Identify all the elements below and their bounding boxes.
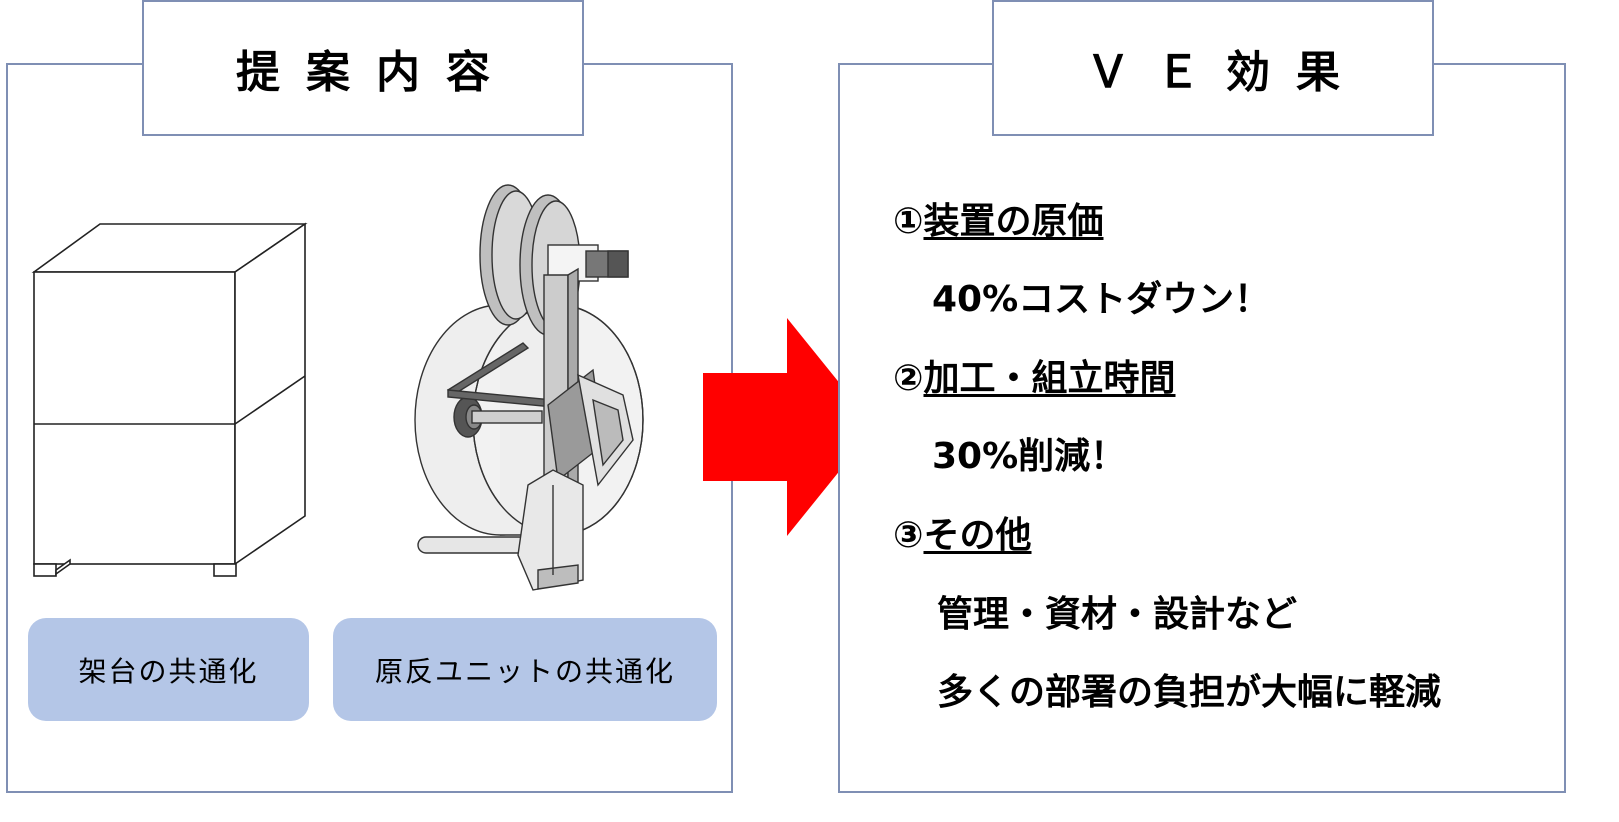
effect-item-2-detail: 30%削減！	[932, 436, 1127, 477]
effect-item-3-detail-2: 多くの部署の負担が大幅に軽減	[937, 672, 1442, 713]
ve-effect-panel	[838, 63, 1566, 793]
proposal-title: 提案内容	[142, 0, 584, 136]
effect-heading-2: 加工・組立時間	[923, 358, 1176, 399]
ve-effect-title: ＶＥ効果	[992, 0, 1434, 136]
effect-item-3-heading: ③その他	[893, 506, 1032, 558]
effect-item-3-detail-1: 管理・資材・設計など	[937, 594, 1298, 635]
label-stand-common: 架台の共通化	[28, 618, 309, 721]
stand-illustration	[31, 222, 308, 577]
effect-heading-3: その他	[923, 515, 1032, 556]
effect-marker-1: ①	[893, 201, 924, 242]
effect-item-1-heading: ①装置の原価	[893, 192, 1104, 244]
effect-marker-2: ②	[893, 358, 924, 399]
effect-heading-1: 装置の原価	[923, 201, 1104, 242]
label-roll-unit-common: 原反ユニットの共通化	[333, 618, 717, 721]
effect-marker-3: ③	[893, 515, 924, 556]
effect-item-1-detail: 40%コストダウン！	[932, 279, 1271, 320]
effect-item-2-heading: ②加工・組立時間	[893, 349, 1176, 401]
arrow-right-icon	[703, 318, 875, 536]
roll-unit-illustration	[414, 184, 644, 591]
